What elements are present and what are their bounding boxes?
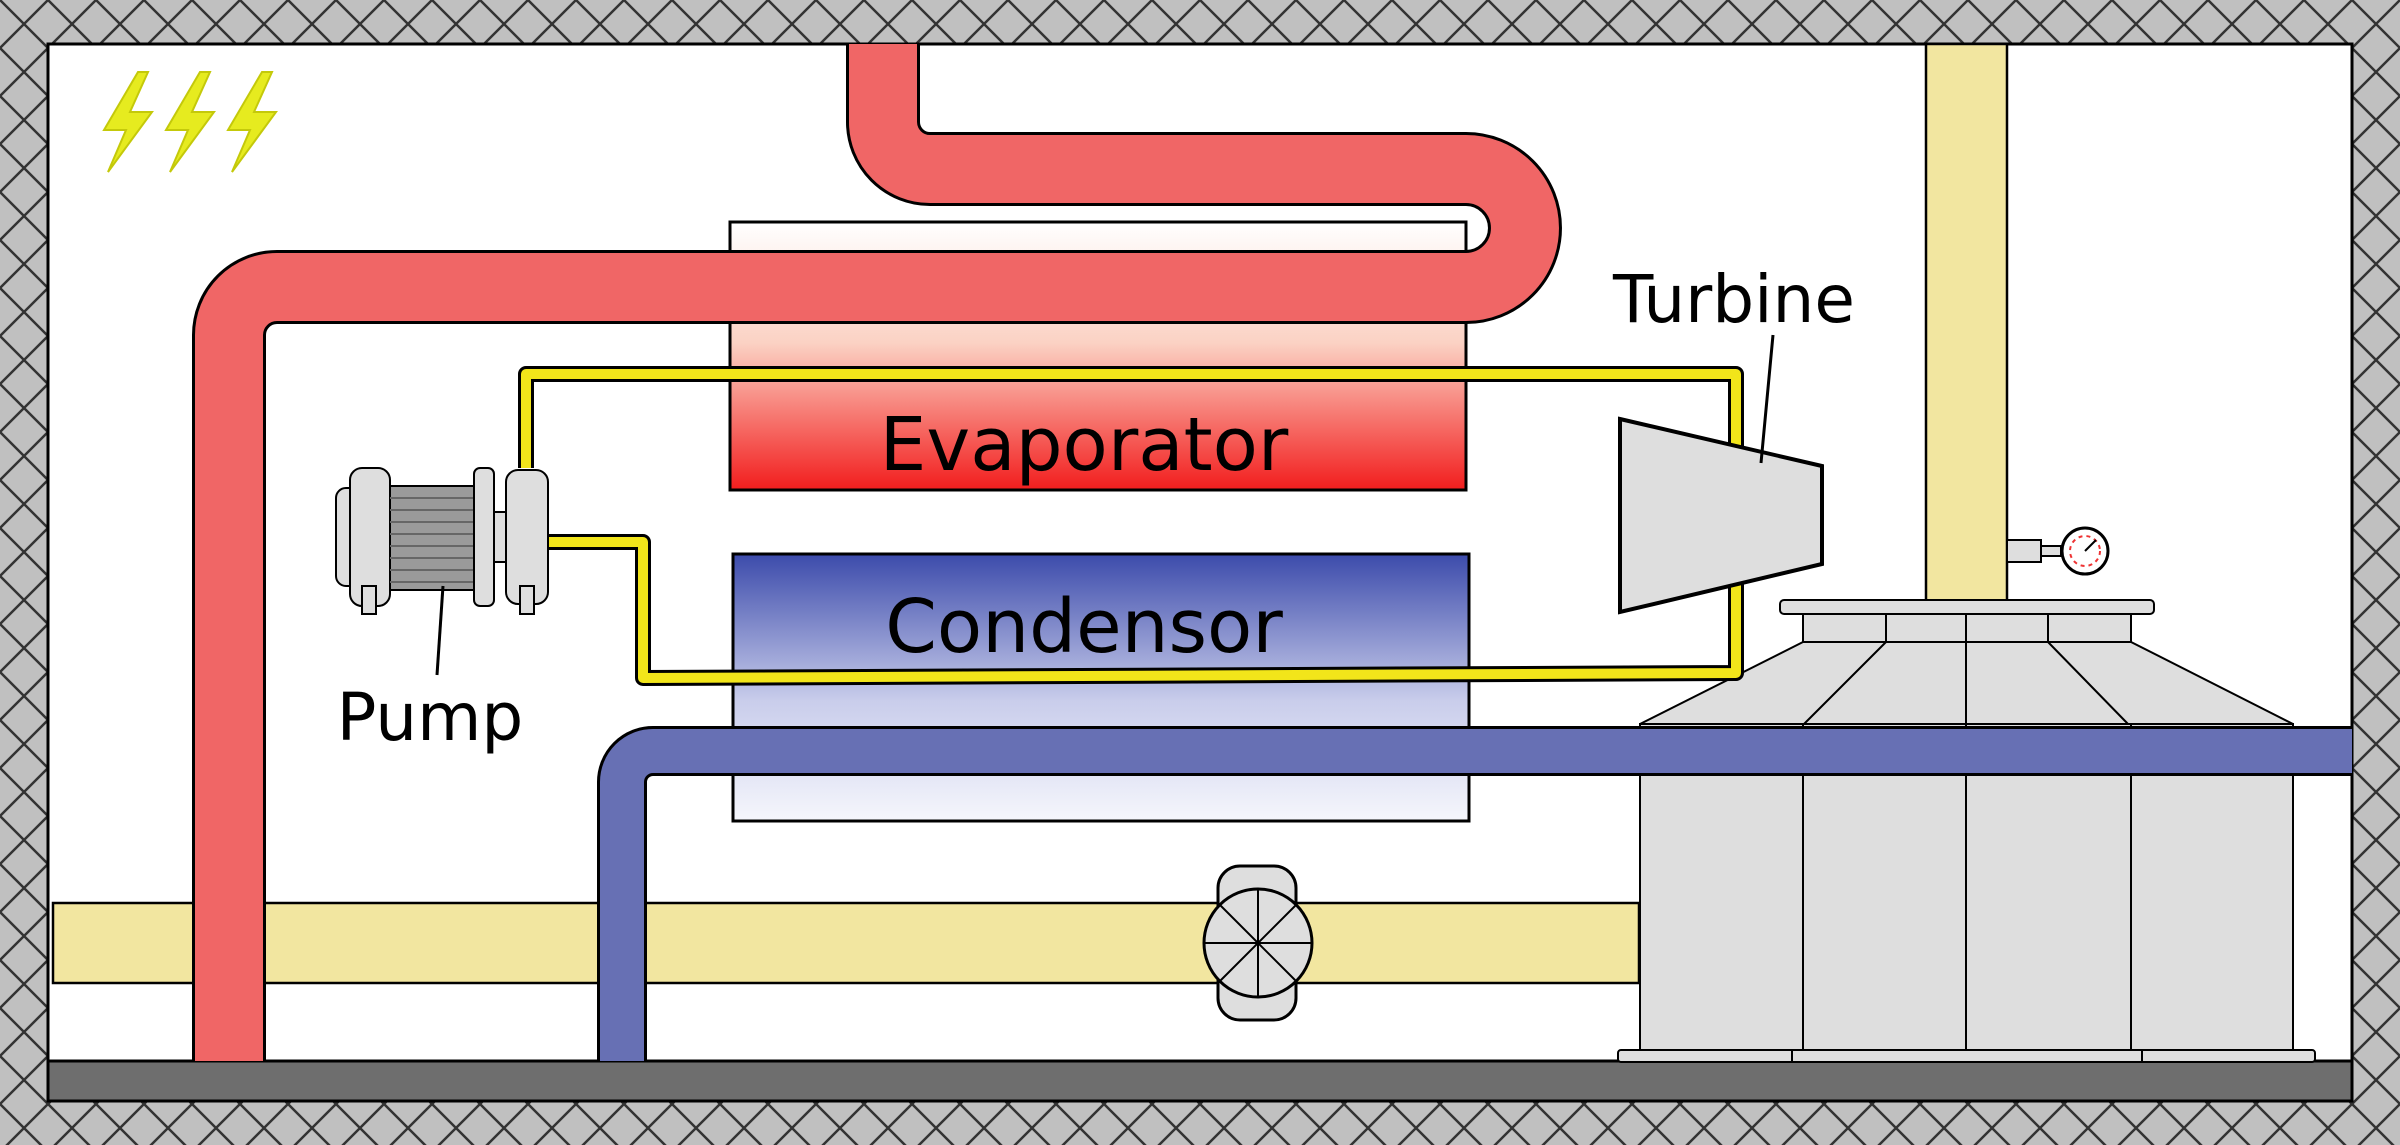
condensor-label: Condensor (885, 584, 1283, 670)
pressure-gauge-icon (2006, 526, 2110, 576)
turbine (1618, 416, 1824, 615)
evaporator-label: Evaporator (880, 402, 1289, 488)
pump-leader-line (435, 585, 445, 676)
condensor (731, 552, 1471, 823)
pump-label: Pump (337, 679, 524, 756)
cold-water-pipe (597, 726, 2352, 1061)
exhaust-duct-horizontal (51, 901, 1641, 985)
cooling-tower (1617, 599, 2316, 1063)
lightning-bolt-icon (102, 71, 278, 173)
valve-icon (1202, 864, 1314, 1022)
turbine-label: Turbine (1612, 261, 1855, 338)
floor (46, 1059, 2354, 1103)
exhaust-duct-vertical (1924, 42, 2009, 606)
turbine-leader-line (1759, 334, 1775, 464)
working-fluid-loop (518, 366, 1744, 686)
pump (335, 467, 549, 615)
hot-water-pipe (192, 44, 1562, 1061)
